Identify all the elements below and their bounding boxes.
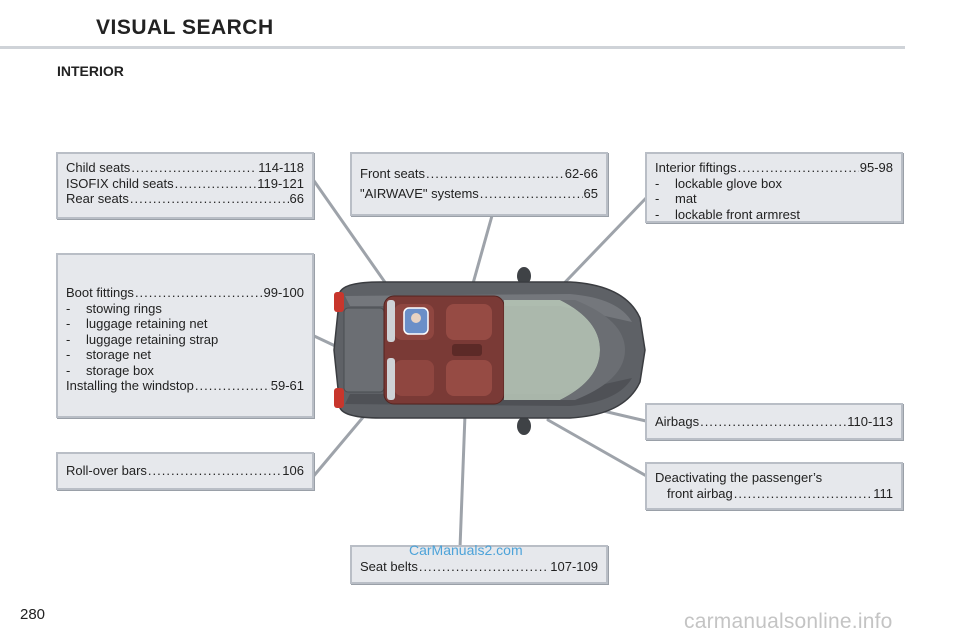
toc-label: Rear seats <box>66 191 129 206</box>
center-console <box>452 344 482 356</box>
list-item-text: stowing rings <box>86 300 162 316</box>
toc-page: 62-66 <box>564 166 598 181</box>
toc-heading: Deactivating the passenger’s <box>655 470 823 485</box>
toc-page: 111 <box>873 485 893 501</box>
list-item-text: lockable glove box <box>675 175 782 191</box>
toc-row: front airbag 111 <box>655 486 893 502</box>
list-item-text: storage net <box>86 347 152 362</box>
toc-page: 59-61 <box>270 378 304 393</box>
toc-leader <box>135 285 263 301</box>
toc-row: "AIRWAVE" systems 65 <box>360 186 598 202</box>
rear-seat-bottom <box>394 360 434 396</box>
front-seat-top <box>446 304 492 340</box>
leader-deactivate <box>546 418 652 480</box>
toc-page: 114-118 <box>258 160 304 175</box>
toc-page: 95-98 <box>859 160 893 175</box>
toc-label: Child seats <box>66 160 131 175</box>
toc-row: Boot fittings 99-100 <box>66 285 304 301</box>
dashboard <box>560 300 625 400</box>
list-item: -storage box <box>66 362 154 378</box>
toc-leader <box>148 463 281 479</box>
toc-label: Interior fiftings <box>655 160 737 175</box>
toc-leader <box>175 176 257 192</box>
section-title: INTERIOR <box>57 63 124 79</box>
mirror-top <box>517 267 531 285</box>
list-item: -mat <box>655 191 697 206</box>
page-number: 280 <box>20 606 46 623</box>
toc-leader <box>131 160 257 176</box>
toc-leader <box>738 160 859 176</box>
rollover-bars-box: Roll-over bars 106 <box>56 452 314 490</box>
tail-light-top <box>334 292 344 312</box>
toc-label: Seat belts <box>360 559 418 574</box>
rollover-bar-bottom <box>387 358 395 400</box>
toc-page: 99-100 <box>263 285 304 300</box>
seat-belts-box: Seat belts 107-109 <box>350 545 608 584</box>
child-head <box>411 313 421 323</box>
airbags-box: Airbags 110-113 <box>645 403 903 440</box>
toc-row: Front seats 62-66 <box>360 166 598 182</box>
page-title: VISUAL SEARCH <box>96 16 274 39</box>
bottom-watermark: carmanualsonline.info <box>684 610 893 633</box>
list-item-text: storage box <box>86 362 154 378</box>
toc-label: front airbag <box>667 485 733 501</box>
toc-leader <box>480 186 583 202</box>
toc-leader <box>419 559 549 575</box>
front-seat-bottom <box>446 360 492 396</box>
list-item-text: lockable front armrest <box>675 206 800 222</box>
toc-row: Seat belts 107-109 <box>360 559 598 575</box>
interior-fittings-box: Interior fiftings 95-98 -lockable glove b… <box>645 152 903 223</box>
windshield <box>504 300 600 400</box>
child-seats-box: Child seats 114-118 ISOFIX child seats 119… <box>56 152 314 219</box>
toc-leader <box>426 166 564 182</box>
list-item: -luggage retaining strap <box>66 331 219 347</box>
toc-row: Airbags 110-113 <box>655 414 893 430</box>
list-item: -lockable front armrest <box>655 206 800 222</box>
toc-label: ISOFIX child seats <box>66 175 174 191</box>
toc-page: 66 <box>289 191 304 206</box>
toc-label: Installing the windstop <box>66 378 194 393</box>
front-seats-box: Front seats 62-66 "AIRWAVE" systems 65 <box>350 152 608 216</box>
toc-leader <box>195 378 270 394</box>
tail-light-bottom <box>334 388 344 408</box>
deactivating-airbag-box: Deactivating the passenger’s front airba… <box>645 462 903 510</box>
list-item-text: mat <box>675 191 697 206</box>
toc-leader <box>130 191 289 207</box>
toc-row: Child seats 114-118 <box>66 160 304 176</box>
list-item: -stowing rings <box>66 300 162 316</box>
list-item: -lockable glove box <box>655 175 782 191</box>
toc-label: Boot fittings <box>66 285 134 300</box>
mirror-bottom <box>517 417 531 435</box>
toc-label: Front seats <box>360 166 426 181</box>
boot-area <box>343 307 385 393</box>
toc-leader <box>734 486 872 502</box>
toc-label: Roll-over bars <box>66 463 147 478</box>
toc-row: ISOFIX child seats 119-121 <box>66 176 304 192</box>
toc-page: 119-121 <box>257 175 304 191</box>
toc-row: Interior fiftings 95-98 <box>655 160 893 176</box>
header-rule <box>0 46 905 49</box>
boot-fittings-box: Boot fittings 99-100 -stowing rings -lugg… <box>56 253 314 418</box>
toc-label: Airbags <box>655 414 700 429</box>
toc-row: Installing the windstop 59-61 <box>66 378 304 394</box>
rollover-bar-top <box>387 300 395 342</box>
site-watermark: CarManuals2.com <box>409 542 523 558</box>
toc-page: 110-113 <box>847 414 893 429</box>
toc-page: 106 <box>282 463 304 478</box>
list-item-text: luggage retaining strap <box>86 331 219 347</box>
toc-label: "AIRWAVE" systems <box>360 185 479 201</box>
toc-row: Rear seats 66 <box>66 191 304 207</box>
toc-leader <box>700 414 846 430</box>
list-item-text: luggage retaining net <box>86 316 208 331</box>
toc-page: 65 <box>583 185 598 201</box>
toc-row: Roll-over bars 106 <box>66 463 304 479</box>
list-item: -storage net <box>66 347 152 362</box>
toc-page: 107-109 <box>550 559 598 574</box>
list-item: -luggage retaining net <box>66 316 208 331</box>
